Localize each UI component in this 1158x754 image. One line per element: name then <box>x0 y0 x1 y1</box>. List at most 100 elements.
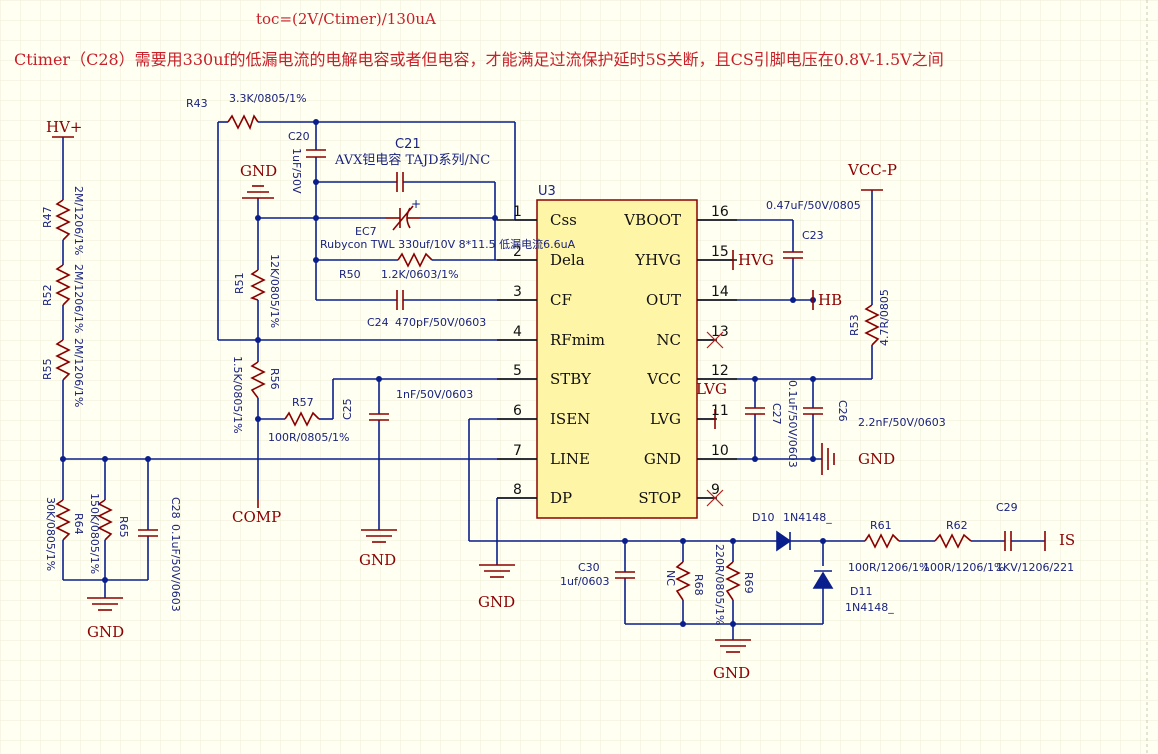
r52-value: 2M/1206/1% <box>72 264 85 334</box>
net-gnd-c25: GND <box>359 551 397 569</box>
net-gnd-bottom: GND <box>713 664 751 682</box>
r68-value: NC <box>664 570 677 586</box>
pin-num-2: 2 <box>513 244 522 260</box>
r56-ref: R56 <box>268 368 281 390</box>
gnd-symbol-dp <box>479 564 515 578</box>
pin-label-stop: STOP <box>638 489 681 507</box>
r50-value: 1.2K/0603/1% <box>381 268 459 281</box>
pin-label-vboot: VBOOT <box>624 211 681 229</box>
c21-ref: C21 <box>395 137 421 152</box>
d11-ref: D11 <box>850 585 873 598</box>
r52-symbol <box>55 264 71 306</box>
r57-value: 100R/0805/1% <box>268 431 350 444</box>
r55-ref: R55 <box>41 358 54 380</box>
c24-symbol <box>396 290 404 310</box>
gnd-symbol-c25 <box>361 529 397 543</box>
r55-value: 2M/1206/1% <box>72 338 85 408</box>
net-hb: HB <box>818 291 843 309</box>
r62-ref: R62 <box>946 519 968 532</box>
c20-ref: C20 <box>288 130 310 143</box>
net-gnd-left: GND <box>87 623 125 641</box>
r43-ref: R43 <box>186 97 208 110</box>
description-note: Ctimer（C28）需要用330uf的低漏电流的电解电容或者但电容，才能满足过… <box>14 50 944 69</box>
pin-label-cf: CF <box>550 291 572 309</box>
c23-symbol <box>783 251 803 259</box>
c28-value: 0.1uF/50V/0603 <box>169 524 182 612</box>
c27-ref: C27 <box>770 403 783 425</box>
c21-value: AVX钽电容 TAJD系列/NC <box>335 153 491 168</box>
r61-ref: R61 <box>870 519 892 532</box>
r69-symbol <box>725 561 741 601</box>
pin-num-1: 1 <box>513 204 522 220</box>
pin-label-lvg: LVG <box>650 410 681 428</box>
pin-num-12: 12 <box>711 363 729 379</box>
pin-label-dp: DP <box>550 489 573 507</box>
c30-ref: C30 <box>578 561 600 574</box>
net-gnd-top: GND <box>240 162 278 180</box>
c29-value: 1KV/1206/221 <box>996 561 1075 574</box>
gnd-symbol-left <box>87 597 123 611</box>
ic-ref: U3 <box>538 184 556 199</box>
r53-symbol <box>864 304 880 346</box>
r65-ref: R65 <box>117 516 130 538</box>
pin-num-4: 4 <box>513 324 522 340</box>
c28-ref: C28 <box>169 497 182 519</box>
ic-u3-body[interactable] <box>536 199 698 519</box>
pin-label-css: Css <box>550 211 577 229</box>
r61-value: 100R/1206/1% <box>848 561 930 574</box>
c29-symbol <box>1004 531 1012 551</box>
c26-ref: C26 <box>836 400 849 422</box>
r51-symbol <box>249 269 266 301</box>
no-connect-marks <box>706 331 724 507</box>
pin-label-line: LINE <box>550 450 590 468</box>
r64-value: 30K/0805/1% <box>44 497 57 572</box>
pin-num-15: 15 <box>711 244 729 260</box>
r64-ref: R64 <box>72 513 85 535</box>
c24-value: 470pF/50V/0603 <box>395 316 487 329</box>
net-gnd-right: GND <box>858 450 896 468</box>
c24-ref: C24 <box>367 316 389 329</box>
pin-num-6: 6 <box>513 403 522 419</box>
net-hv: HV+ <box>46 118 83 136</box>
c26-symbol <box>803 407 823 415</box>
pin-num-8: 8 <box>513 482 522 498</box>
r55-symbol <box>55 339 71 381</box>
c27-value: 0.1uF/50V/0603 <box>786 380 799 468</box>
c20-symbol <box>306 149 326 158</box>
c25-symbol <box>369 413 389 421</box>
r53-ref: R53 <box>848 314 861 336</box>
c20-value: 1uF/50V <box>290 148 303 194</box>
r61-symbol <box>864 533 900 549</box>
r56-symbol <box>250 361 266 399</box>
net-gnd-dp: GND <box>478 593 516 611</box>
ec7-value: Rubycon TWL 330uf/10V 8*11.5 低漏电流6.6uA <box>320 238 576 251</box>
c30-value: 1uf/0603 <box>560 575 610 588</box>
net-hvg: HVG <box>738 251 774 269</box>
pin-label-yhvg: YHVG <box>635 251 681 269</box>
d10-ref: D10 <box>752 511 775 524</box>
pin-label-rfmim: RFmim <box>550 331 605 349</box>
d10-value: 1N4148_ <box>783 511 832 524</box>
ec7-polarity: + <box>411 197 422 211</box>
pin-label-isen: ISEN <box>550 410 591 428</box>
pin-num-5: 5 <box>513 363 522 379</box>
net-lvg: LVG <box>696 380 727 398</box>
pin-label-stby: STBY <box>550 370 591 388</box>
ec7-symbol <box>385 205 420 231</box>
gnd-symbol-bottom <box>715 639 751 653</box>
r47-ref: R47 <box>41 206 54 228</box>
r52-ref: R52 <box>41 284 54 306</box>
junction-dots <box>60 119 826 627</box>
d10-symbol <box>776 530 792 552</box>
pin-num-11: 11 <box>711 403 729 419</box>
r64-symbol <box>55 499 71 541</box>
r51-value: 12K/0805/1% <box>268 254 281 329</box>
r68-ref: R68 <box>692 574 705 596</box>
pin-label-out: OUT <box>646 291 681 309</box>
pin-num-14: 14 <box>711 284 729 300</box>
c21-symbol <box>396 172 404 192</box>
c23-ref: C23 <box>802 229 824 242</box>
r50-symbol <box>397 252 433 268</box>
pin-num-3: 3 <box>513 284 522 300</box>
